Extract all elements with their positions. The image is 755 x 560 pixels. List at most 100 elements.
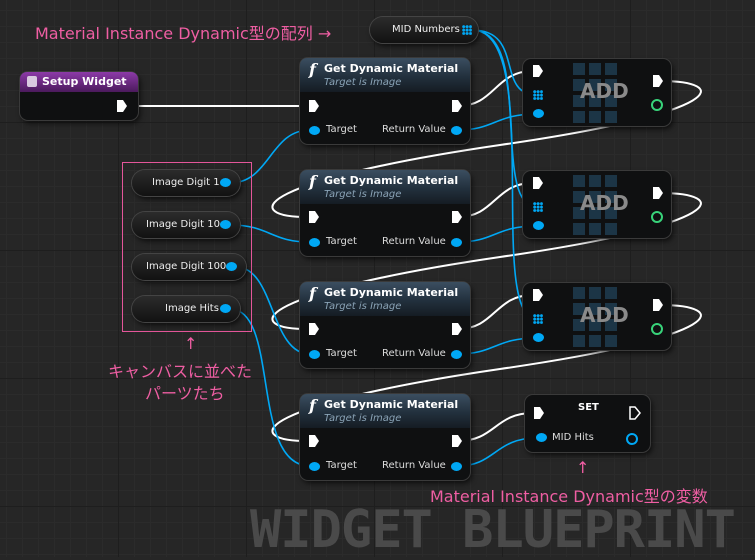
exec-in-pin[interactable]: [534, 407, 544, 419]
var-image-hits[interactable]: Image Hits: [132, 296, 240, 322]
get-dynamic-material-node-1[interactable]: f Get Dynamic Material Target is Image T…: [300, 58, 470, 144]
var-mid-numbers[interactable]: MID Numbers: [370, 17, 478, 43]
widget-blueprint-watermark: WIDGET BLUEPRINT: [250, 500, 736, 560]
add-node-label: ADD: [580, 191, 629, 215]
annotation-right-arrow: ↑: [576, 458, 590, 477]
annotation-var: Material Instance Dynamic型の変数: [430, 487, 708, 506]
return-label: Return Value: [382, 460, 446, 471]
object-wire: [229, 308, 311, 467]
object-wire: [235, 266, 311, 355]
exec-in-pin[interactable]: [309, 435, 319, 447]
object-wire: [229, 129, 311, 184]
exec-out-pin[interactable]: [653, 299, 663, 311]
array-grid-watermark-icon: [573, 287, 617, 347]
event-node-setup-widget[interactable]: Setup Widget: [20, 72, 138, 120]
var-out-pin[interactable]: [226, 262, 237, 271]
node-subtitle: Target is Image: [324, 301, 402, 312]
target-label: Target: [326, 348, 357, 359]
node-title: Get Dynamic Material: [324, 286, 459, 299]
exec-out-pin[interactable]: [452, 100, 462, 112]
array-add-node-3[interactable]: ADD: [523, 283, 671, 350]
return-label: Return Value: [382, 348, 446, 359]
add-node-label: ADD: [580, 79, 629, 103]
array-grid-watermark-icon: [573, 175, 617, 235]
node-header: f Get Dynamic Material Target is Image: [300, 170, 470, 204]
exec-in-pin[interactable]: [309, 100, 319, 112]
function-icon: f: [309, 284, 316, 303]
mid-hits-in-pin[interactable]: [536, 433, 547, 442]
var-out-pin[interactable]: [220, 220, 231, 229]
return-pin[interactable]: [451, 238, 462, 247]
target-pin[interactable]: [309, 238, 320, 247]
node-title: Get Dynamic Material: [324, 398, 459, 411]
exec-wire: [271, 192, 702, 330]
exec-out-pin[interactable]: [452, 323, 462, 335]
exec-out-pin[interactable]: [653, 75, 663, 87]
set-node-mid-hits[interactable]: SET MID Hits: [525, 395, 650, 452]
return-label: Return Value: [382, 124, 446, 135]
set-node-title: SET: [578, 402, 599, 413]
new-item-pin[interactable]: [533, 109, 544, 118]
function-icon: f: [309, 60, 316, 79]
target-array-pin[interactable]: [533, 90, 543, 100]
event-exec-out-pin[interactable]: [117, 100, 127, 112]
var-out-pin[interactable]: [220, 304, 231, 313]
var-label: Image Hits: [165, 303, 219, 314]
event-icon: [27, 76, 37, 87]
add-node-label: ADD: [580, 303, 629, 327]
exec-in-pin[interactable]: [533, 65, 543, 77]
exec-in-pin[interactable]: [309, 323, 319, 335]
exec-out-pin[interactable]: [452, 435, 462, 447]
var-label: Image Digit 10: [146, 219, 220, 230]
target-label: Target: [326, 236, 357, 247]
exec-out-pin[interactable]: [452, 211, 462, 223]
target-pin[interactable]: [309, 126, 320, 135]
exec-out-pin[interactable]: [653, 187, 663, 199]
target-pin[interactable]: [309, 462, 320, 471]
node-header: f Get Dynamic Material Target is Image: [300, 282, 470, 316]
node-subtitle: Target is Image: [324, 413, 402, 424]
var-image-digit-1[interactable]: Image Digit 1: [132, 170, 240, 196]
new-item-pin[interactable]: [533, 333, 544, 342]
return-label: Return Value: [382, 236, 446, 247]
array-add-node-2[interactable]: ADD: [523, 171, 671, 238]
mid-hits-label: MID Hits: [552, 432, 594, 443]
get-dynamic-material-node-2[interactable]: f Get Dynamic Material Target is Image T…: [300, 170, 470, 256]
exec-in-pin[interactable]: [533, 289, 543, 301]
exec-out-pin[interactable]: [629, 406, 641, 420]
target-label: Target: [326, 460, 357, 471]
target-array-pin[interactable]: [533, 202, 543, 212]
index-out-pin[interactable]: [651, 211, 663, 223]
node-header: f Get Dynamic Material Target is Image: [300, 58, 470, 92]
exec-in-pin[interactable]: [309, 211, 319, 223]
function-icon: f: [309, 396, 316, 415]
event-title: Setup Widget: [42, 75, 127, 88]
var-out-pin[interactable]: [220, 178, 231, 187]
index-out-pin[interactable]: [651, 99, 663, 111]
exec-wire: [271, 304, 702, 442]
node-subtitle: Target is Image: [324, 77, 402, 88]
return-pin[interactable]: [451, 126, 462, 135]
array-add-node-1[interactable]: ADD: [523, 59, 671, 126]
return-pin[interactable]: [451, 462, 462, 471]
new-item-pin[interactable]: [533, 221, 544, 230]
image-vars-highlight-box: [122, 162, 252, 332]
mid-hits-out-pin[interactable]: [626, 433, 638, 445]
return-pin[interactable]: [451, 350, 462, 359]
index-out-pin[interactable]: [651, 323, 663, 335]
target-pin[interactable]: [309, 350, 320, 359]
get-dynamic-material-node-3[interactable]: f Get Dynamic Material Target is Image T…: [300, 282, 470, 368]
exec-in-pin[interactable]: [533, 177, 543, 189]
var-image-digit-10[interactable]: Image Digit 10: [132, 212, 240, 238]
exec-wire: [271, 80, 702, 218]
var-image-digit-100[interactable]: Image Digit 100: [132, 254, 246, 280]
array-grid-watermark-icon: [573, 63, 617, 123]
annotation-left-line1: キャンバスに並べた: [108, 362, 253, 381]
var-mid-numbers-label: MID Numbers: [392, 24, 460, 35]
array-grid-icon[interactable]: [462, 25, 472, 35]
object-wire: [229, 224, 311, 243]
target-array-pin[interactable]: [533, 314, 543, 324]
var-label: Image Digit 100: [146, 261, 227, 272]
get-dynamic-material-node-4[interactable]: f Get Dynamic Material Target is Image T…: [300, 394, 470, 480]
